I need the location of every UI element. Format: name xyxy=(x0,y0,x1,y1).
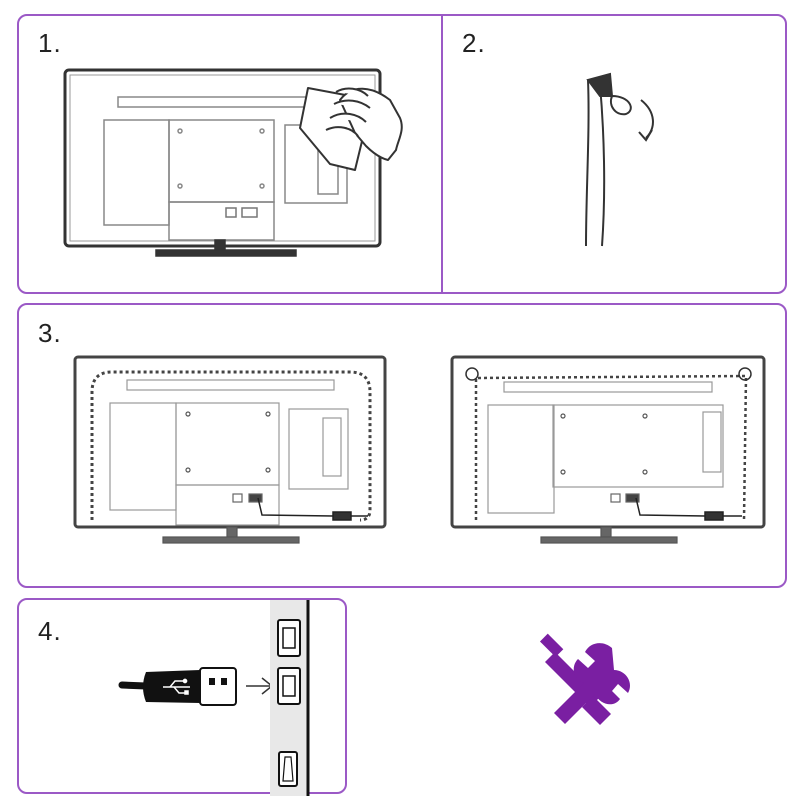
step-1-number: 1. xyxy=(38,28,62,58)
step-3-number: 3. xyxy=(38,318,62,348)
usb-symbol-icon xyxy=(163,678,190,695)
adhesive-peel-icon xyxy=(585,72,654,247)
usb-cable-icon xyxy=(118,681,150,690)
usb-plug-icon xyxy=(143,667,237,706)
hand-cloth-icon xyxy=(299,87,403,171)
tv-left-icon xyxy=(73,355,387,544)
tv-right-icon xyxy=(450,355,766,544)
tv-side-ports-icon xyxy=(270,600,310,796)
step-2-number: 2. xyxy=(462,28,486,58)
usb-cable-left-icon xyxy=(257,497,368,521)
usb-cable-right-icon xyxy=(635,497,742,521)
strip-corner-loops-icon xyxy=(465,367,752,381)
panel-divider xyxy=(441,16,443,292)
led-strip-right-icon xyxy=(474,374,748,521)
step-4-number: 4. xyxy=(38,616,62,646)
